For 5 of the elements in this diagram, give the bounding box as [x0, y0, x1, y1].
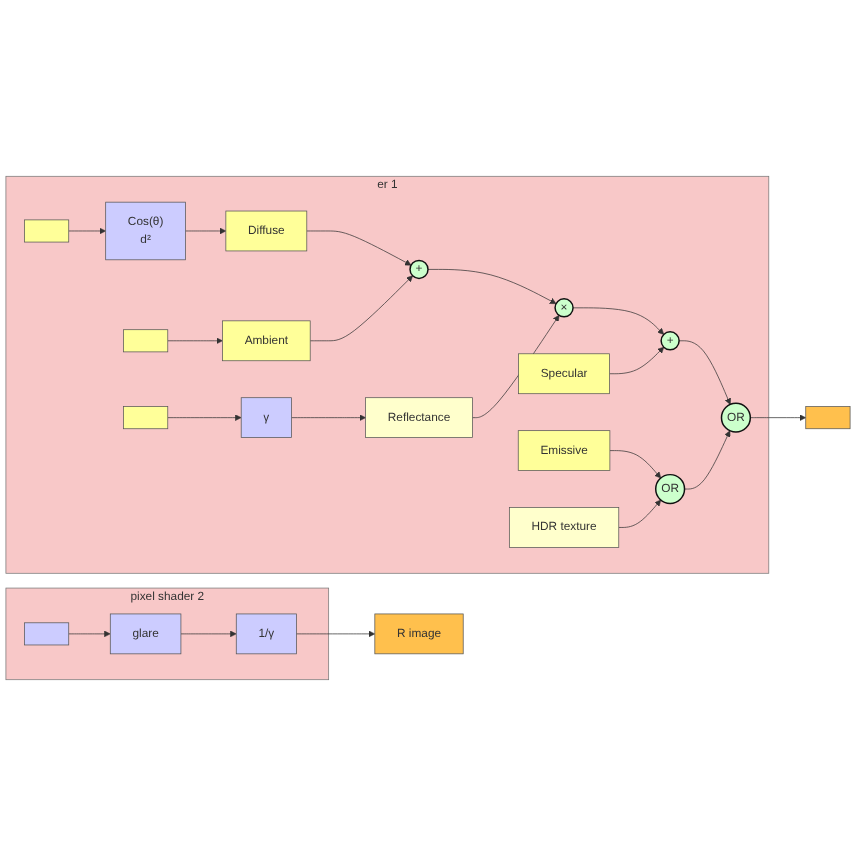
node-box — [123, 406, 169, 430]
node-box — [805, 406, 851, 430]
node-box — [24, 622, 70, 646]
node-box — [123, 329, 169, 353]
node-box — [24, 219, 70, 243]
